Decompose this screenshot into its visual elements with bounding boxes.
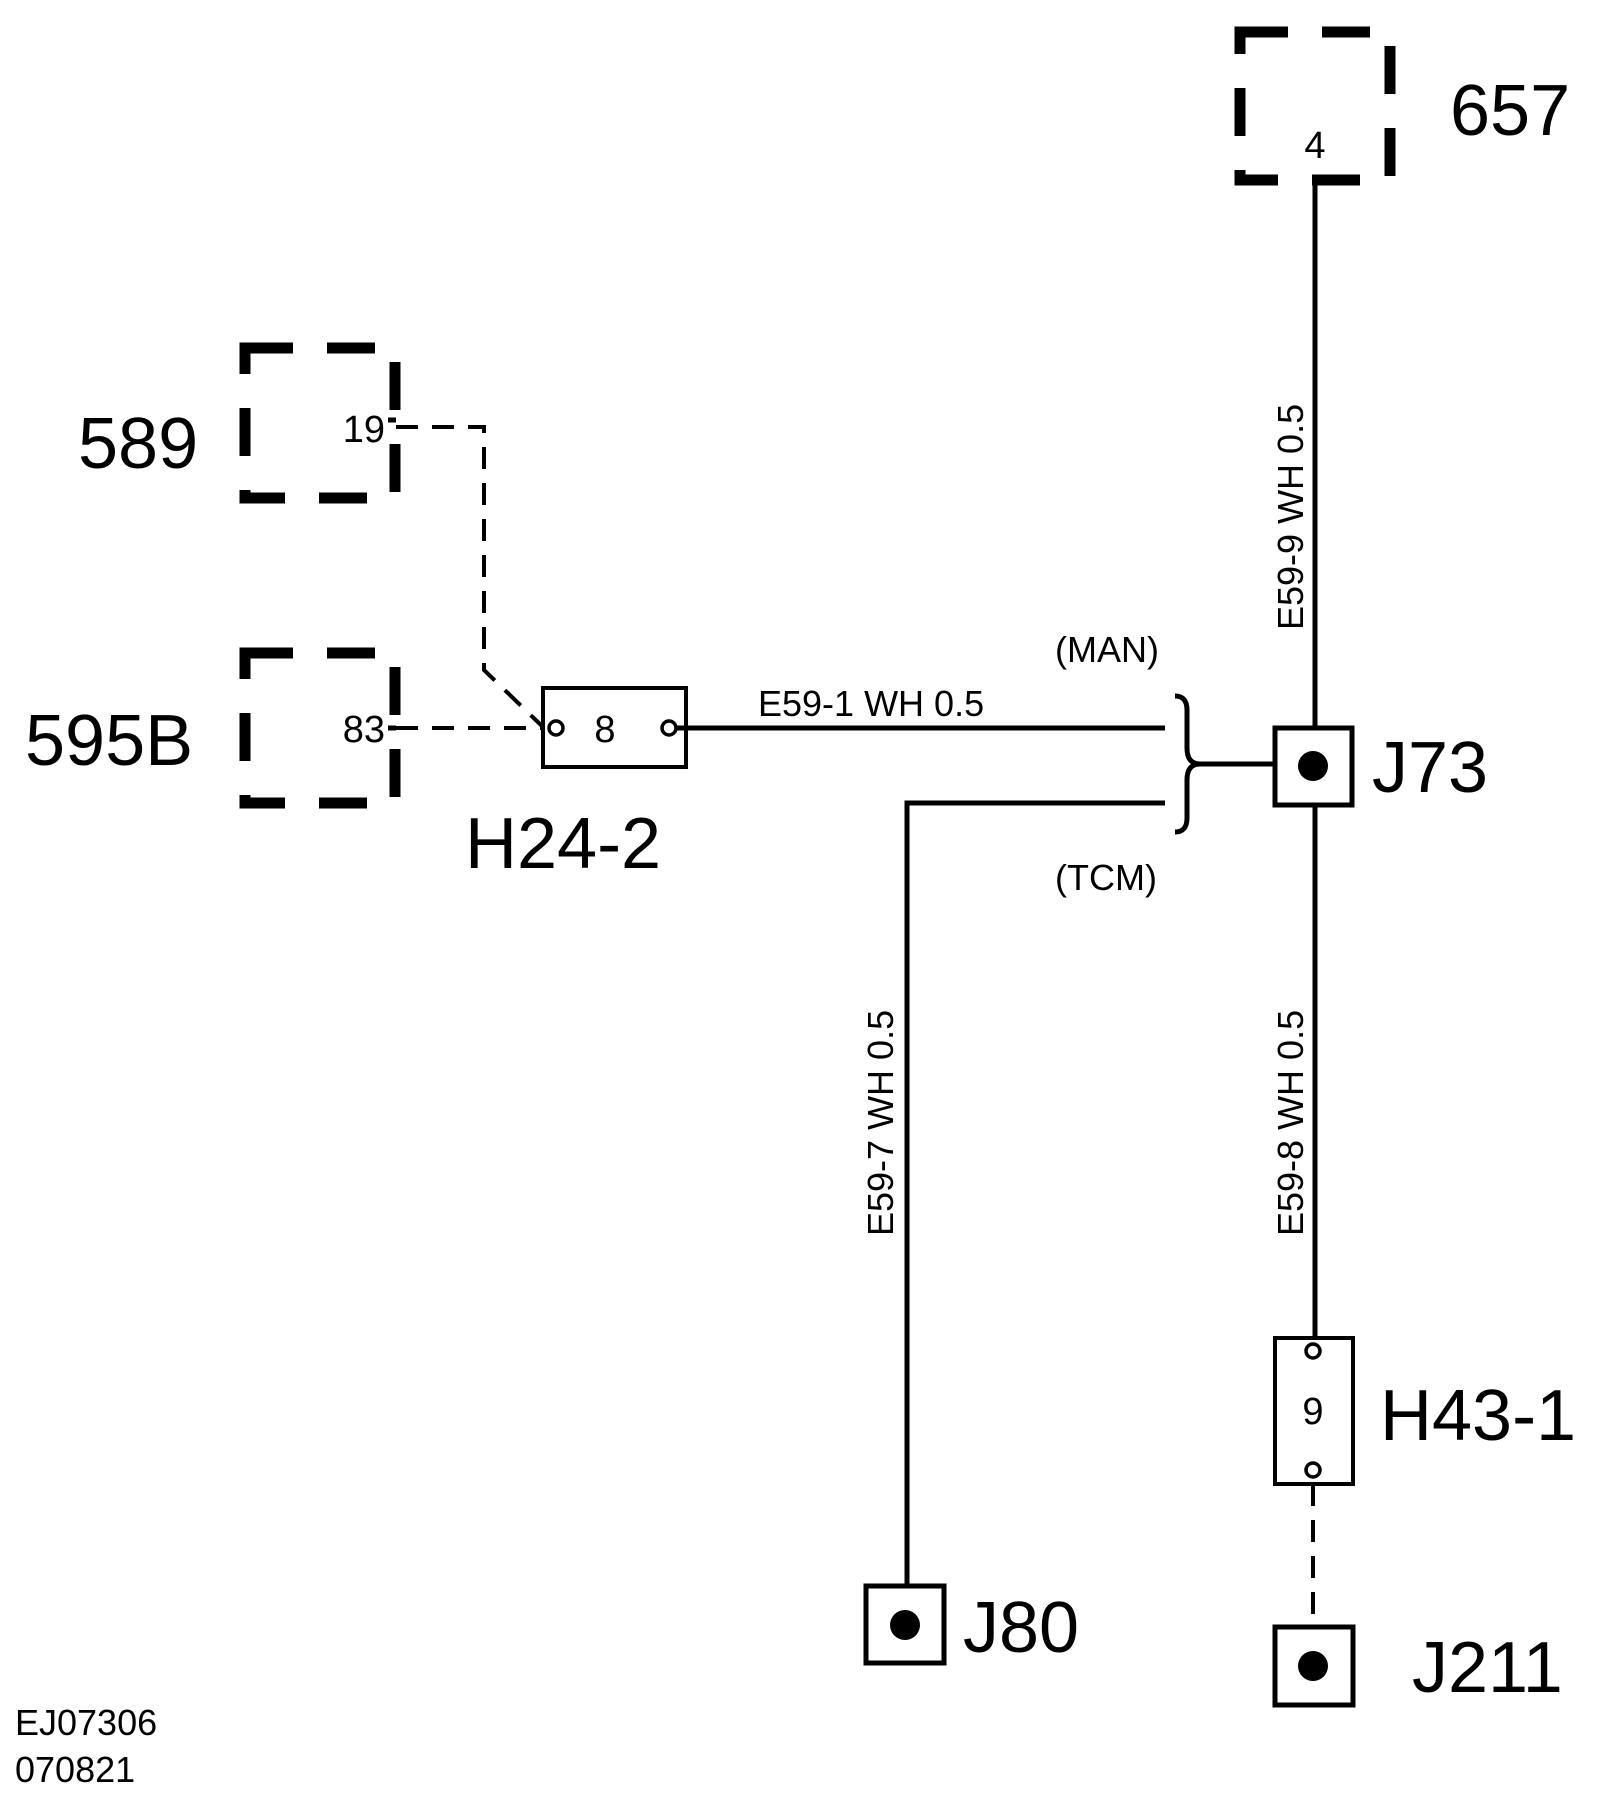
connector-h43-1-label: H43-1 <box>1380 1376 1576 1456</box>
wire-589-to-h24-2[interactable] <box>396 425 545 729</box>
component-595b-box <box>239 647 401 809</box>
splice-j211[interactable]: J211 <box>1272 1624 1563 1708</box>
component-595b-pin: 83 <box>343 709 385 751</box>
connector-h43-1-pin-number: 9 <box>1302 1391 1323 1433</box>
component-657-label: 657 <box>1450 71 1570 151</box>
option-label-man: (MAN) <box>1055 629 1159 670</box>
diagram-date: 070821 <box>15 1749 135 1790</box>
splice-j211-dot <box>1298 1651 1328 1681</box>
wire-label-e59-8: E59-8 WH 0.5 <box>1270 1010 1311 1236</box>
diagram-code: EJ07306 <box>15 1702 157 1743</box>
component-589-label: 589 <box>78 404 198 484</box>
connector-h43-1-top-pin <box>1304 1342 1322 1360</box>
splice-j73[interactable]: J73 <box>1272 725 1488 808</box>
splice-j73-dot <box>1298 751 1328 781</box>
connector-h24-2-label: H24-2 <box>465 804 661 884</box>
component-595b[interactable]: 83 595B <box>25 647 401 809</box>
connector-h24-2-right-pin <box>660 719 678 737</box>
splice-j80[interactable]: J80 <box>863 1583 1079 1668</box>
wire-label-e59-9: E59-9 WH 0.5 <box>1270 404 1311 630</box>
connector-h24-2-left-pin <box>547 719 565 737</box>
wire-label-e59-7: E59-7 WH 0.5 <box>860 1010 901 1236</box>
wire-label-e59-1: E59-1 WH 0.5 <box>758 683 984 724</box>
component-589-pin: 19 <box>343 409 385 451</box>
connector-h24-2-pin-number: 8 <box>594 709 615 751</box>
splice-j211-label: J211 <box>1412 1628 1563 1708</box>
wire-e59-7[interactable] <box>904 800 1165 1625</box>
component-657[interactable]: 4 657 <box>1234 26 1570 186</box>
splice-j73-label: J73 <box>1372 728 1488 808</box>
option-label-tcm: (TCM) <box>1055 857 1157 898</box>
splice-j80-dot <box>890 1610 920 1640</box>
splice-j80-label: J80 <box>963 1588 1079 1668</box>
connector-h24-2[interactable]: 8 H24-2 <box>465 686 688 884</box>
option-brace <box>1174 693 1201 835</box>
component-657-pin: 4 <box>1304 125 1325 167</box>
connector-h43-1[interactable]: 9 H43-1 <box>1273 1336 1576 1486</box>
component-595b-label: 595B <box>25 701 193 781</box>
connector-h43-1-bottom-pin <box>1304 1461 1322 1479</box>
component-589[interactable]: 19 589 <box>78 342 401 504</box>
component-589-box <box>239 342 401 504</box>
